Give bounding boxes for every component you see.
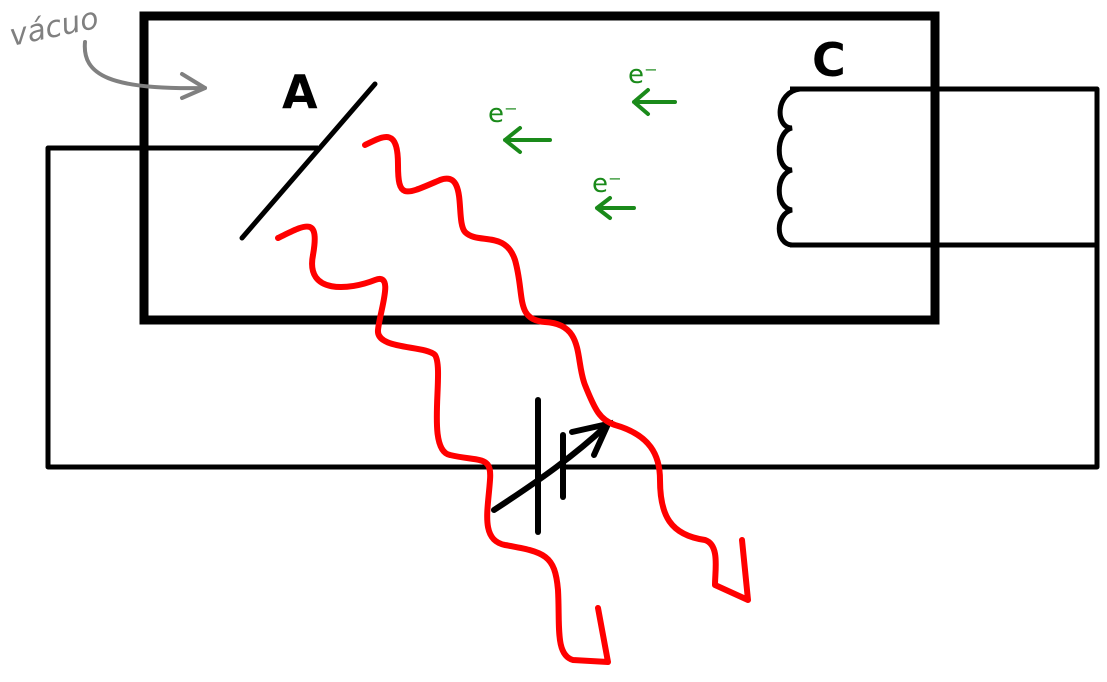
vacuum-label: vácuo [6,1,101,54]
cathode-wire-top [790,86,1100,245]
light-wave-1 [275,223,611,665]
electron-1 [503,126,552,154]
cathode-label: C [812,33,846,87]
incident-light [275,134,751,665]
electrons [503,88,677,220]
variable-voltage-source [491,397,614,535]
cathode-wire-bottom [563,242,1100,470]
electron-2 [632,88,677,116]
variable-arrow-shaft [491,423,609,513]
electron-label-1: e⁻ [488,99,518,129]
electron-3 [595,196,636,220]
electron-label-2: e⁻ [628,60,658,90]
external-circuit [45,86,1100,470]
anode-plate [239,81,378,241]
anode-wire [45,145,538,470]
vacuum-arrow [82,40,207,100]
anode-label: A [282,65,318,119]
electron-label-3: e⁻ [592,169,622,199]
light-wave-2 [362,134,751,603]
cathode-filament [776,86,803,248]
